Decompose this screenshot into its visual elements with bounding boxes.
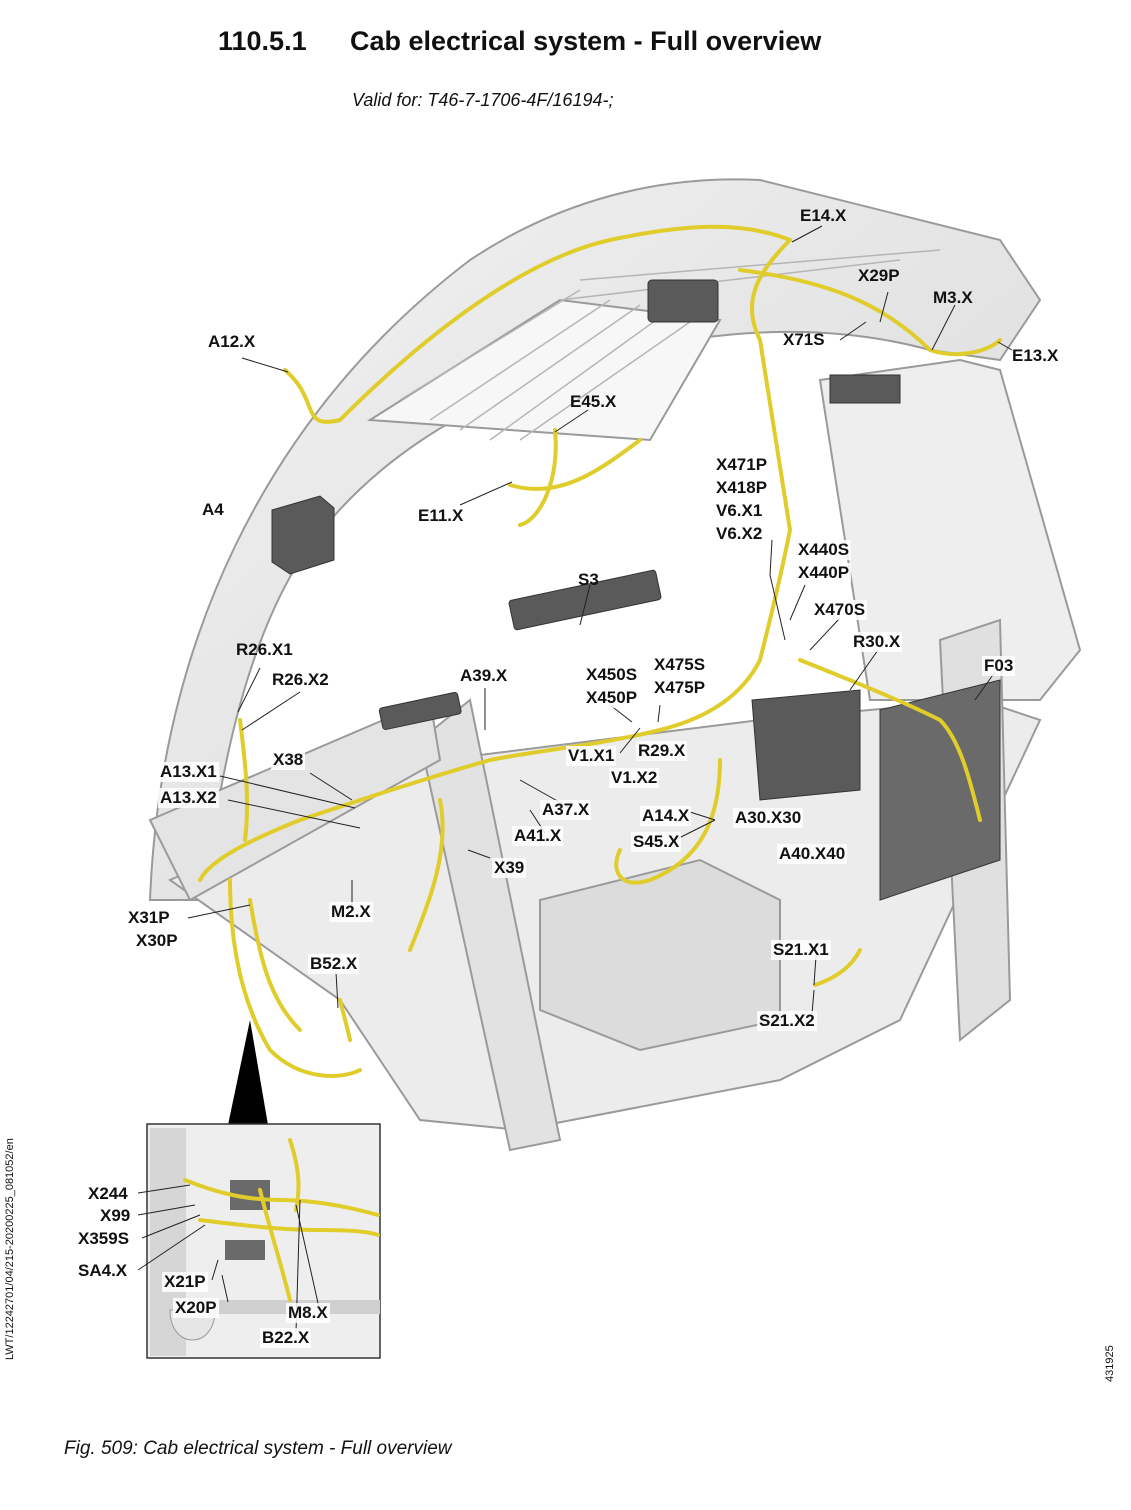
image-id: 431925 [1104, 1345, 1116, 1382]
document-reference: LWT/12242701/04/215-20200225_081052/en [4, 1138, 16, 1360]
label-v6x1: V6.X1 [714, 501, 765, 521]
label-r26x1: R26.X1 [236, 640, 293, 659]
label-a40x40: A40.X40 [777, 844, 848, 864]
leader-lines [187, 225, 1013, 1015]
label-e14x: E14.X [800, 206, 847, 225]
f03-panel [879, 679, 1001, 901]
label-x21p: X21P [162, 1272, 208, 1292]
label-x418p: X418P [714, 478, 770, 498]
s3-switch-panel [508, 569, 662, 631]
label-x71s: X71S [783, 330, 825, 349]
a4-module [271, 495, 335, 575]
label-a12x: A12.X [208, 332, 256, 351]
rear-connector-block [829, 374, 901, 404]
a40-a30-module [751, 689, 861, 801]
label-r30x: R30.X [851, 632, 903, 652]
label-a41x: A41.X [512, 826, 564, 846]
label-x20p: X20P [173, 1298, 219, 1318]
label-s21x1: S21.X1 [771, 940, 831, 960]
label-r29x: R29.X [636, 741, 688, 761]
label-a4: A4 [202, 500, 224, 519]
label-s3: S3 [578, 570, 599, 589]
label-m8x: M8.X [286, 1303, 330, 1323]
label-sa4x: SA4.X [78, 1261, 128, 1280]
label-x470s: X470S [812, 600, 868, 620]
label-b52x: B52.X [308, 954, 360, 974]
roof-controller [647, 279, 719, 323]
label-x450s: X450S [584, 665, 640, 685]
label-x359s: X359S [78, 1229, 130, 1248]
section-title: Cab electrical system - Full overview [350, 26, 822, 56]
left-switch-panel [378, 691, 462, 730]
label-m3x: M3.X [933, 288, 973, 307]
label-x29p: X29P [858, 266, 900, 285]
label-x38: X38 [271, 750, 306, 770]
label-x450p: X450P [584, 688, 640, 708]
label-v1x1: V1.X1 [566, 746, 617, 766]
label-a14x: A14.X [640, 806, 692, 826]
label-a39x: A39.X [458, 666, 510, 686]
label-x31p: X31P [126, 908, 172, 928]
label-a30x30: A30.X30 [733, 808, 804, 828]
label-x475s: X475S [652, 655, 708, 675]
label-a13x1: A13.X1 [158, 762, 219, 782]
inset-pointer [228, 1020, 268, 1125]
label-v6x2: V6.X2 [714, 524, 765, 544]
inset-detail [137, 1123, 381, 1359]
label-x471p: X471P [714, 455, 770, 475]
label-x475p: X475P [652, 678, 708, 698]
section-heading: 110.5.1 Cab electrical system - Full over… [218, 26, 821, 57]
components [271, 279, 1001, 901]
label-v1x2: V1.X2 [609, 768, 660, 788]
label-f03: F03 [982, 656, 1016, 676]
label-a37x: A37.X [540, 800, 592, 820]
label-s21x2: S21.X2 [757, 1011, 817, 1031]
label-e11x: E11.X [418, 506, 464, 525]
validity-note: Valid for: T46-7-1706-4F/16194-; [352, 90, 614, 110]
label-x30p: X30P [134, 931, 180, 951]
label-x440s: X440S [796, 540, 852, 560]
label-x99: X99 [100, 1206, 131, 1225]
label-e45x: E45.X [570, 392, 617, 411]
label-e13x: E13.X [1012, 346, 1059, 365]
label-r26x2: R26.X2 [272, 670, 329, 689]
label-m2x: M2.X [329, 902, 373, 922]
roof-slats [399, 249, 941, 441]
label-a13x2: A13.X2 [158, 788, 219, 808]
label-s45x: S45.X [631, 832, 682, 852]
label-x39: X39 [492, 858, 527, 878]
figure-caption: Fig. 509: Cab electrical system - Full o… [64, 1438, 452, 1459]
label-x440p: X440P [796, 563, 852, 583]
section-number: 110.5.1 [218, 26, 307, 56]
label-x244: X244 [88, 1184, 128, 1203]
label-b22x: B22.X [260, 1328, 312, 1348]
